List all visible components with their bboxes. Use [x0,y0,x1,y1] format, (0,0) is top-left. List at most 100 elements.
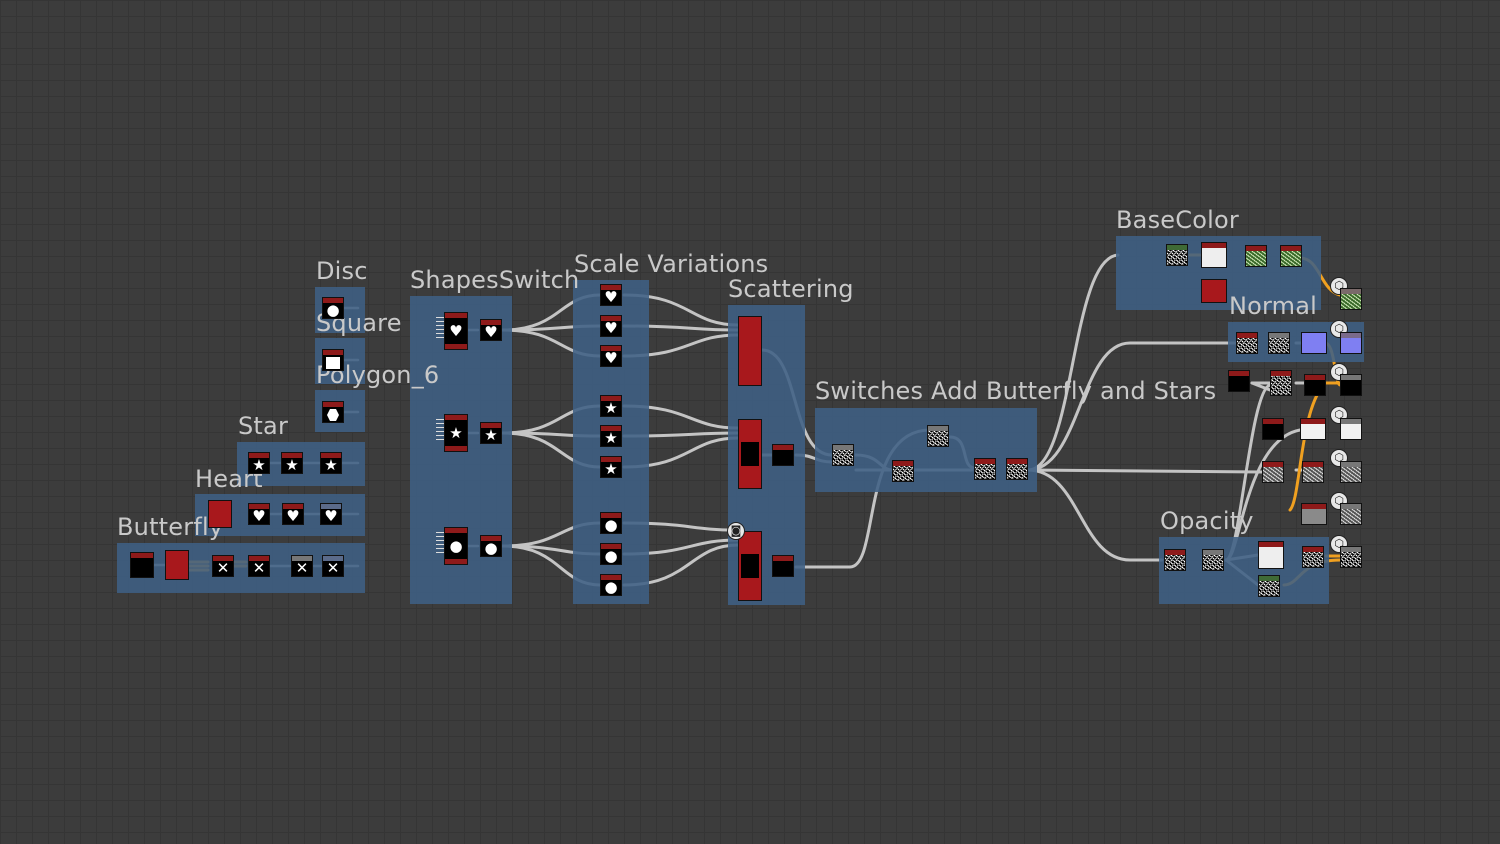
scale-heart-node[interactable]: ♥ [600,315,622,337]
metallic-node[interactable] [1300,418,1326,440]
height-node[interactable] [1262,461,1284,483]
opacity-node[interactable] [1258,541,1284,569]
switch-input-pins [436,416,444,443]
butterfly-base-node[interactable] [165,550,189,580]
switch-input-pins [436,529,444,556]
star-node[interactable]: ★ [248,452,270,474]
metallic-node[interactable] [1262,418,1284,440]
star-icon: ★ [449,424,463,442]
scale-star-node[interactable]: ★ [600,456,622,478]
roughness-node[interactable] [1270,370,1292,396]
scale-heart-node[interactable]: ♥ [600,345,622,367]
butterfly-node[interactable]: ✕ [322,555,344,577]
switch-node[interactable] [974,458,996,480]
heart-icon: ♥ [449,322,463,340]
roughness-node[interactable] [1228,370,1250,392]
star-node[interactable]: ★ [281,452,303,474]
switch-node[interactable] [1006,458,1028,480]
normal-node[interactable] [1268,332,1290,354]
ao-output-node[interactable] [1340,503,1362,525]
star-icon: ★ [484,426,498,444]
star-node[interactable]: ★ [320,452,342,474]
scatter-output-node[interactable] [772,555,794,577]
polygon-icon [327,409,339,421]
heart-icon: ♥ [484,323,498,341]
scatter-node[interactable] [738,419,762,489]
scatter-output-node[interactable] [772,444,794,466]
shapes-switch-node[interactable]: ★ [444,414,468,452]
roughness-node[interactable] [1304,374,1326,396]
basecolor-node[interactable] [1245,245,1267,267]
polygon-node[interactable] [322,401,344,423]
heart-node[interactable]: ♥ [282,503,304,525]
butterfly-icon: ✕ [216,559,230,577]
basecolor-color-node[interactable] [1201,279,1227,303]
frame-title-shapes-switch: ShapesSwitch [410,266,580,294]
star-icon: ★ [604,460,618,478]
opacity-node[interactable] [1164,549,1186,571]
scale-disc-node[interactable]: ● [600,574,622,596]
normal-map-node[interactable] [1301,332,1327,354]
shapes-switch-node[interactable]: ● [444,527,468,565]
scale-disc-node[interactable]: ● [600,543,622,565]
heart-icon: ♥ [604,349,618,367]
disc-icon: ● [604,547,618,565]
disc-icon: ● [326,301,340,319]
scatter-node[interactable] [738,316,762,386]
frame-title-disc: Disc [316,257,368,285]
star-icon: ★ [604,399,618,417]
opacity-output-node[interactable] [1340,546,1362,568]
butterfly-input-node[interactable] [130,552,154,578]
butterfly-icon: ✕ [295,559,309,577]
heart-base-node[interactable] [208,500,232,528]
opacity-node[interactable] [1202,549,1224,571]
basecolor-node[interactable] [1280,245,1302,267]
disc-icon: ● [604,578,618,596]
star-icon: ★ [604,429,618,447]
heart-icon: ♥ [286,507,300,525]
normal-output-node[interactable] [1340,332,1362,354]
height-output-node[interactable] [1340,461,1362,483]
metallic-output-node[interactable] [1340,418,1362,440]
disc-node[interactable]: ● [322,297,344,319]
frame-title-normal: Normal [1229,292,1318,320]
scale-star-node[interactable]: ★ [600,395,622,417]
frame-opacity[interactable] [1159,537,1329,604]
star-output-node[interactable]: ★ [480,422,502,444]
scale-disc-node[interactable]: ● [600,512,622,534]
frame-title-basecolor: BaseColor [1116,206,1239,234]
heart-node[interactable]: ♥ [320,503,342,525]
basecolor-output-node[interactable] [1340,288,1362,310]
scatter-node[interactable] [738,531,762,601]
basecolor-node[interactable] [1201,242,1227,268]
ao-node[interactable] [1301,503,1327,525]
opacity-node[interactable] [1258,575,1280,597]
frame-title-scattering: Scattering [728,275,854,303]
butterfly-icon: ✕ [326,559,340,577]
butterfly-node[interactable]: ✕ [248,555,270,577]
switch-node[interactable] [832,444,854,466]
scale-star-node[interactable]: ★ [600,425,622,447]
scale-heart-node[interactable]: ♥ [600,284,622,306]
wire-orange [1288,388,1322,512]
butterfly-node[interactable]: ✕ [291,555,313,577]
disc-icon: ● [604,516,618,534]
height-node[interactable] [1302,461,1324,483]
switch-input-pins [436,314,444,341]
switch-node[interactable] [927,425,949,447]
star-icon: ★ [324,456,338,474]
square-node[interactable] [322,349,344,371]
wire [1026,468,1164,562]
shapes-switch-node[interactable]: ♥ [444,312,468,350]
heart-output-node[interactable]: ♥ [480,319,502,341]
roughness-output-node[interactable] [1340,374,1362,396]
disc-output-node[interactable]: ● [480,535,502,557]
heart-half-node[interactable]: ♥ [248,503,270,525]
frame-pin-icon[interactable]: ◙ [727,522,745,540]
basecolor-node[interactable] [1166,244,1188,266]
butterfly-half-node[interactable]: ✕ [212,555,234,577]
normal-node[interactable] [1236,332,1258,354]
switch-node[interactable] [892,460,914,482]
opacity-node[interactable] [1302,546,1324,568]
